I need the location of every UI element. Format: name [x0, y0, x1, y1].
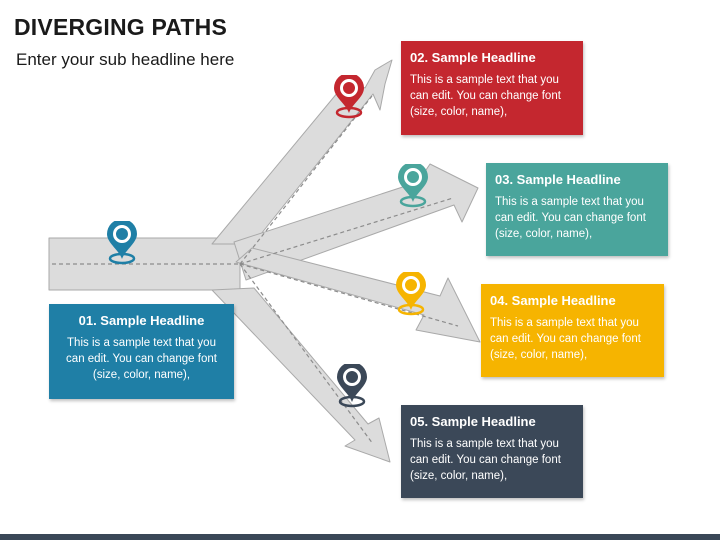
dash-branch-4	[239, 263, 459, 327]
dash-branch-3	[239, 197, 454, 265]
dash-branch-2	[239, 95, 373, 265]
map-pin-icon	[334, 75, 364, 119]
road-branch-5	[211, 287, 391, 463]
map-pin-icon	[337, 364, 367, 408]
info-box-text: This is a sample text that you can edit.…	[495, 196, 646, 240]
page-title: DIVERGING PATHS	[14, 14, 227, 40]
info-box-headline: 04. Sample Headline	[490, 293, 616, 308]
info-box-headline: 01. Sample Headline	[78, 313, 205, 328]
road-dashes	[52, 95, 459, 445]
map-pin-icon	[107, 221, 137, 265]
info-box-headline: 05. Sample Headline	[410, 414, 536, 429]
map-pin-icon	[398, 164, 428, 208]
info-box-text: This is a sample text that you can edit.…	[490, 317, 641, 361]
page-subtitle: Enter your sub headline here	[16, 50, 235, 69]
map-pin-icon	[396, 272, 426, 316]
info-box-05: 05. Sample Headline This is a sample tex…	[401, 405, 583, 498]
info-box-text: This is a sample text that you can edit.…	[410, 74, 561, 118]
road-branch-4	[235, 247, 481, 343]
dash-branch-5	[239, 263, 374, 445]
info-box-02: 02. Sample Headline This is a sample tex…	[401, 41, 583, 135]
info-box-text: This is a sample text that you can edit.…	[66, 337, 217, 381]
info-box-01: 01. Sample Headline This is a sample tex…	[49, 304, 234, 399]
info-box-headline: 02. Sample Headline	[410, 50, 536, 65]
footer-bar	[0, 534, 720, 540]
info-box-text: This is a sample text that you can edit.…	[410, 438, 561, 482]
info-box-03: 03. Sample Headline This is a sample tex…	[486, 163, 668, 256]
info-box-headline: 03. Sample Headline	[495, 172, 621, 187]
info-box-04: 04. Sample Headline This is a sample tex…	[481, 284, 664, 377]
